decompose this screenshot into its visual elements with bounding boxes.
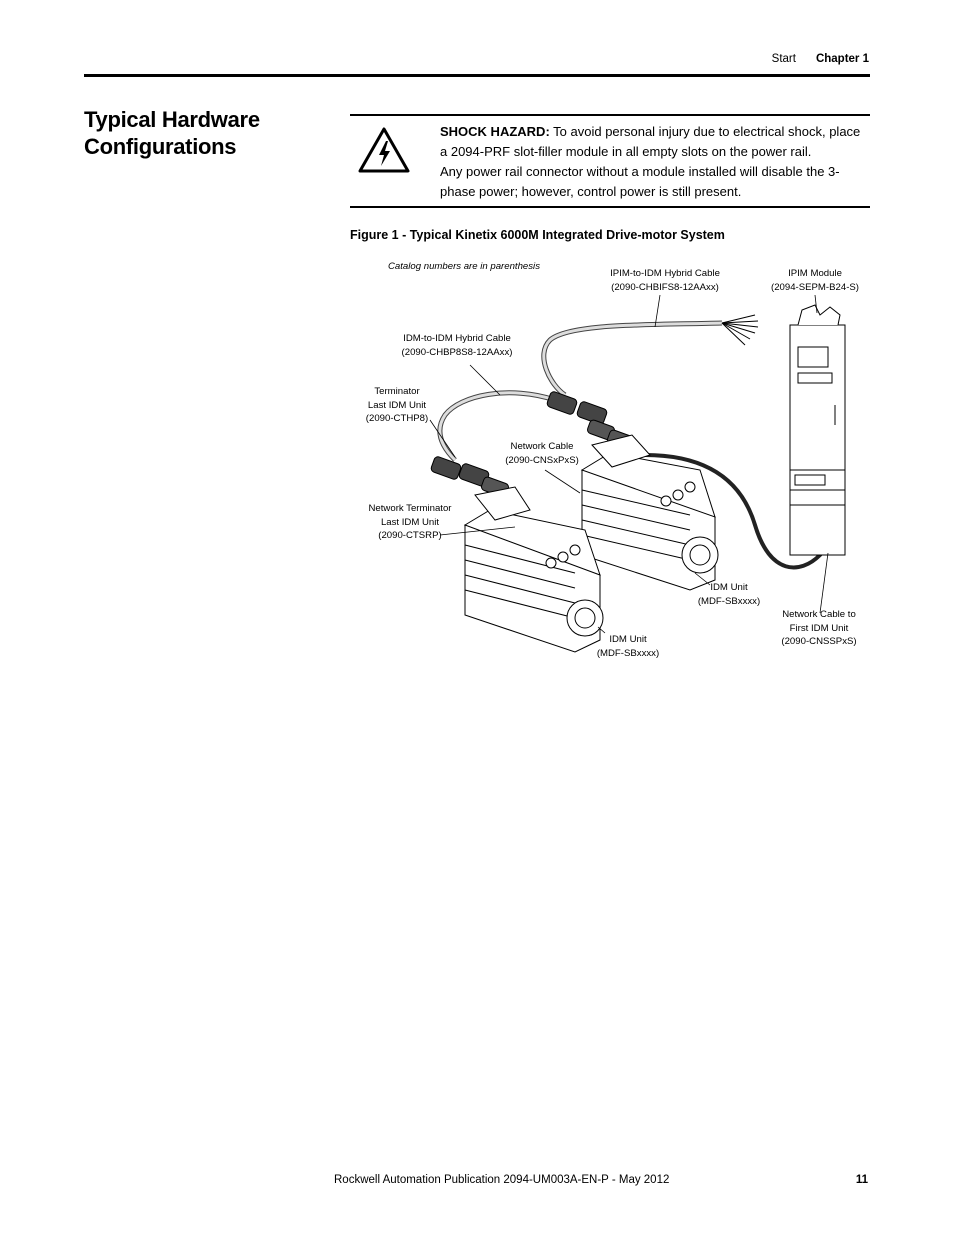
label-idm-unit-right: IDM Unit (MDF-SBxxxx) <box>698 581 760 608</box>
hazard-text-1: To avoid personal injury due to electric… <box>440 124 861 159</box>
label-terminator-name: Terminator <box>374 386 420 397</box>
footer-page-number: 11 <box>855 1174 868 1186</box>
label-network-terminator: Network Terminator Last IDM Unit (2090-C… <box>369 502 452 543</box>
label-idm-unit-left-name: IDM Unit <box>609 634 647 645</box>
shock-hazard-notice: SHOCK HAZARD: To avoid personal injury d… <box>350 114 870 208</box>
label-ipim-cable: IPIM-to-IDM Hybrid Cable (2090-CHBIFS8-1… <box>610 267 720 294</box>
label-idm-unit-right-name: IDM Unit <box>710 582 748 593</box>
catalog-note: Catalog numbers are in parenthesis <box>388 261 540 272</box>
label-ipim-module-catalog: (2094-SEPM-B24-S) <box>771 281 859 293</box>
label-terminator-catalog: (2090-CTHP8) <box>365 413 429 424</box>
hazard-label: SHOCK HAZARD: <box>440 124 550 139</box>
label-network-cable-first-name: Network Cable to <box>782 609 856 620</box>
electrical-shock-warning-icon <box>358 127 410 173</box>
figure-caption: Figure 1 - Typical Kinetix 6000M Integra… <box>350 228 725 242</box>
label-leader-lines <box>429 294 829 634</box>
idm-unit-left-drawing <box>463 486 604 653</box>
footer-publication: Rockwell Automation Publication 2094-UM0… <box>334 1174 670 1186</box>
label-idm-cable: IDM-to-IDM Hybrid Cable (2090-CHBP8S8-12… <box>402 332 513 359</box>
label-ipim-module-name: IPIM Module <box>788 268 842 279</box>
ipim-module-drawing <box>789 304 846 556</box>
ipim-to-idm-hybrid-cable <box>541 320 723 398</box>
header-section: Start <box>771 53 796 65</box>
hazard-text: SHOCK HAZARD: To avoid personal injury d… <box>440 122 870 202</box>
label-idm-unit-left: IDM Unit (MDF-SBxxxx) <box>597 633 659 660</box>
label-network-cable-name: Network Cable <box>510 441 574 452</box>
idm-unit-right-drawing <box>580 434 719 591</box>
running-header: Start Chapter 1 <box>772 53 869 65</box>
label-terminator: Terminator Last IDM Unit (2090-CTHP8) <box>366 385 428 426</box>
header-chapter: Chapter 1 <box>815 53 869 65</box>
hazard-text-2: Any power rail connector without a modul… <box>440 164 840 199</box>
label-network-cable-catalog: (2090-CNSxPxS) <box>505 454 579 466</box>
label-network-cable-first-catalog: (2090-CNSSPxS) <box>781 636 857 647</box>
label-idm-cable-catalog: (2090-CHBP8S8-12AAxx) <box>401 346 513 358</box>
label-network-cable: Network Cable (2090-CNSxPxS) <box>505 440 579 467</box>
label-network-terminator-catalog: (2090-CTSRP) <box>378 530 442 541</box>
kinetix-system-diagram: Catalog numbers are in parenthesis IPIM-… <box>350 255 870 675</box>
label-idm-cable-name: IDM-to-IDM Hybrid Cable <box>403 333 511 344</box>
hazard-paragraph-1: SHOCK HAZARD: To avoid personal injury d… <box>440 122 870 162</box>
label-network-terminator-sub: Last IDM Unit <box>380 516 440 528</box>
label-ipim-cable-catalog: (2090-CHBIFS8-12AAxx) <box>611 281 719 293</box>
label-terminator-sub: Last IDM Unit <box>367 399 427 411</box>
label-ipim-module: IPIM Module (2094-SEPM-B24-S) <box>771 267 859 294</box>
label-ipim-cable-name: IPIM-to-IDM Hybrid Cable <box>610 268 720 279</box>
label-network-cable-first-sub: First IDM Unit <box>789 622 849 634</box>
section-title: Typical Hardware Configurations <box>84 107 260 159</box>
header-rule <box>84 74 870 77</box>
label-network-cable-first: Network Cable to First IDM Unit (2090-CN… <box>781 608 856 649</box>
fanout-wires <box>721 314 759 346</box>
label-idm-unit-right-catalog: (MDF-SBxxxx) <box>697 595 761 607</box>
label-network-terminator-name: Network Terminator <box>368 503 452 514</box>
label-idm-unit-left-catalog: (MDF-SBxxxx) <box>596 647 660 659</box>
system-illustration <box>429 294 846 653</box>
